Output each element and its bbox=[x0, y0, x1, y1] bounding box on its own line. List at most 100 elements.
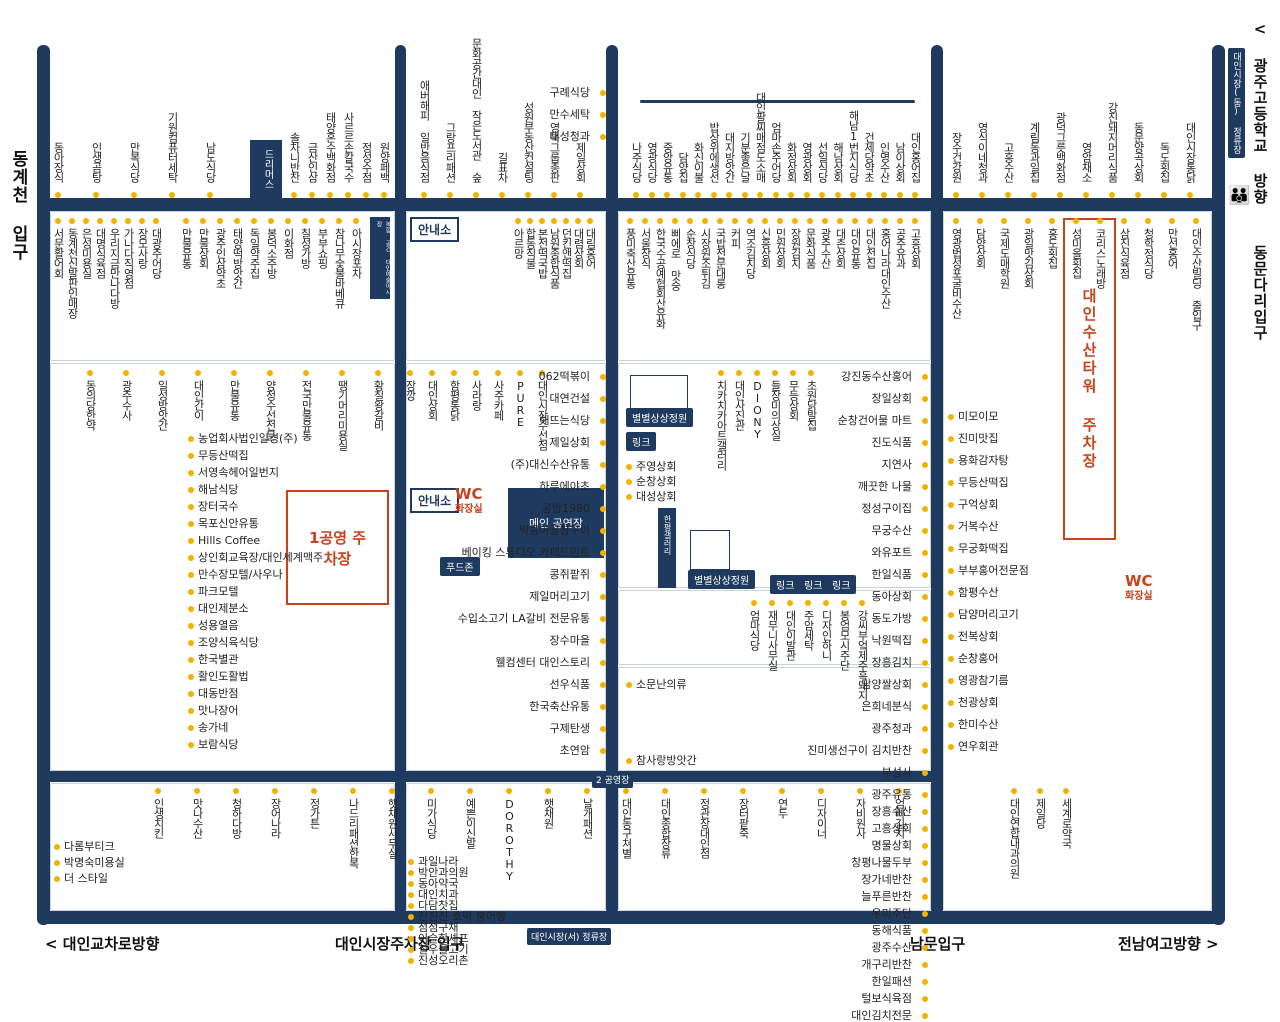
shop-label[interactable]: 나드리패션한복 bbox=[347, 798, 360, 868]
shop-label[interactable]: 태양혼수백화점 bbox=[324, 112, 337, 182]
shop-label[interactable]: 엄마식당 bbox=[748, 610, 761, 650]
shop-label[interactable]: 광덕그릇백화점 bbox=[1054, 112, 1067, 182]
shop-label[interactable]: 인명수산 bbox=[878, 142, 891, 182]
shop-label[interactable]: 장흥김치 bbox=[871, 656, 912, 669]
shop-label[interactable]: 제일당 bbox=[1034, 798, 1047, 828]
shop-label[interactable]: 대림홍어 bbox=[584, 228, 597, 268]
shop-label[interactable]: 과일나라 bbox=[418, 855, 459, 868]
shop-label[interactable]: 민원상회 bbox=[774, 228, 787, 268]
shop-label[interactable]: 광주수산 bbox=[871, 941, 912, 954]
shop-label[interactable]: 서울장식 bbox=[639, 228, 652, 268]
shop-label[interactable]: 칠우물고기 bbox=[418, 943, 469, 956]
shop-label[interactable]: 점점구채 bbox=[418, 921, 459, 934]
shop-label[interactable]: 봉엄모시주단 bbox=[838, 610, 851, 670]
shop-label[interactable]: 해남식당 bbox=[198, 483, 239, 496]
shop-label[interactable]: 광주수산 bbox=[819, 228, 832, 268]
shop-label[interactable]: 칠성가방 bbox=[299, 228, 312, 268]
shop-label[interactable]: 영광상회 bbox=[800, 142, 814, 182]
shop-label[interactable]: 대인전집 bbox=[864, 228, 877, 268]
shop-label[interactable]: 장수건강원 bbox=[950, 132, 963, 182]
shop-label[interactable]: 은성미용실 bbox=[80, 228, 93, 278]
shop-label[interactable]: 대지방앗간 bbox=[723, 132, 736, 182]
shop-label[interactable]: 맛나장어 bbox=[198, 704, 239, 717]
food-zone[interactable]: 푸드존 bbox=[440, 557, 480, 576]
shop-label[interactable]: 용화감자탕 bbox=[958, 454, 1009, 467]
shop-label[interactable]: 영광참기름 bbox=[958, 674, 1009, 687]
byeolbyeol-garden-2-building[interactable] bbox=[690, 530, 730, 570]
shop-label[interactable]: 신흥상회 bbox=[759, 228, 772, 268]
shop-label[interactable]: 파크모텔 bbox=[198, 585, 239, 598]
shop-label[interactable]: 인생치킨 bbox=[152, 798, 165, 838]
shop-label[interactable]: 무등산떡집 bbox=[198, 449, 249, 462]
shop-label[interactable]: 초원닭발집 bbox=[805, 380, 818, 430]
shop-label[interactable]: 순창식당 bbox=[684, 228, 697, 268]
shop-label[interactable]: 대인치과 bbox=[418, 888, 459, 901]
shop-label[interactable]: 화정상회 bbox=[785, 142, 798, 182]
public-parking-2[interactable]: 대인수산타워 주차장 bbox=[1063, 218, 1116, 540]
shop-label[interactable]: 문화식품 bbox=[804, 228, 817, 268]
rink-1[interactable]: 링크 bbox=[626, 432, 657, 451]
shop-label[interactable]: 다담찻집 bbox=[418, 899, 459, 912]
shop-label[interactable]: 대촌상회 bbox=[834, 228, 847, 268]
shop-label[interactable]: 무궁수산 bbox=[871, 524, 912, 537]
shop-label[interactable]: 창평나물두부 bbox=[851, 856, 912, 869]
shop-label[interactable]: 사주카페 bbox=[492, 380, 505, 420]
shop-label[interactable]: 한국축산유통 bbox=[529, 700, 590, 713]
rink-2[interactable]: 링크 bbox=[770, 575, 801, 594]
shop-label[interactable]: 홍어나라대인수산 bbox=[879, 228, 892, 308]
shop-label[interactable]: 한일패션 bbox=[871, 975, 912, 988]
shop-label[interactable]: 영암채소 bbox=[1080, 142, 1093, 182]
shop-label[interactable]: 홍도횟집 bbox=[1046, 228, 1059, 268]
shop-label[interactable]: 제일머리고기 bbox=[529, 590, 590, 603]
shop-label[interactable]: 광일맛김상회 bbox=[1022, 228, 1035, 288]
shop-label[interactable]: 강진돼지머리식품 bbox=[1106, 102, 1119, 182]
shop-label[interactable]: 재무니사무실 bbox=[766, 610, 779, 670]
shop-label[interactable]: 대인시장수선점 bbox=[536, 380, 549, 450]
shop-label[interactable]: 우미주단 bbox=[871, 907, 912, 920]
shop-label[interactable]: PURE bbox=[514, 380, 527, 428]
shop-label[interactable]: 남원종합식품 bbox=[548, 228, 561, 288]
shop-label[interactable]: 독도횟집 bbox=[1158, 142, 1171, 182]
shop-label[interactable]: 태양떡방앗간 bbox=[231, 228, 244, 288]
shop-label[interactable]: 대명식육점 bbox=[94, 228, 107, 278]
shop-label[interactable]: 화신이불 bbox=[692, 142, 705, 182]
shop-label[interactable]: 본전떡국밥 bbox=[536, 228, 549, 278]
shop-label[interactable]: 대렴상회 bbox=[572, 228, 585, 268]
shop-label[interactable]: 다롬부티크 bbox=[64, 840, 115, 853]
shop-label[interactable]: 장흥수산 bbox=[871, 805, 912, 818]
shop-label[interactable]: 장가네반찬 bbox=[861, 873, 912, 886]
shop-label[interactable]: 강씨부엌제주흑돼지 bbox=[856, 610, 869, 700]
shop-label[interactable]: 시장원조튀김 bbox=[699, 228, 712, 288]
shop-label[interactable]: 구례식당 bbox=[549, 86, 590, 99]
shop-label[interactable]: 활인도활법 bbox=[198, 670, 249, 683]
shop-label[interactable]: 황칠왕갈비 bbox=[372, 380, 385, 430]
shop-label[interactable]: 대연건설 bbox=[549, 392, 590, 405]
shop-label[interactable]: 성원부동산컨설팅 bbox=[522, 102, 535, 182]
shop-label[interactable]: 대인간이 bbox=[192, 380, 205, 420]
shop-label[interactable]: 가나다직영점 bbox=[122, 228, 135, 288]
shop-label[interactable]: 거복수산 bbox=[958, 520, 999, 533]
shop-label[interactable]: 삼진식육점 bbox=[1118, 228, 1131, 278]
shop-label[interactable]: 아르망 bbox=[512, 228, 525, 258]
shop-label[interactable]: 자비원사 bbox=[854, 798, 867, 838]
shop-label[interactable]: 이슬한셰프 bbox=[418, 932, 469, 945]
shop-label[interactable]: 콩쥐팥쥐 bbox=[549, 568, 590, 581]
shop-label[interactable]: 딱콩아끌창구이 bbox=[519, 524, 590, 537]
shop-label[interactable]: 부부쇼핑 bbox=[316, 228, 329, 268]
shop-label[interactable]: 광주인삼약초 bbox=[214, 228, 227, 288]
shop-label[interactable]: 털보식육점 bbox=[861, 992, 912, 1005]
shop-label[interactable]: 무등상회 bbox=[787, 380, 800, 420]
shop-label[interactable]: 부성사 bbox=[881, 766, 912, 779]
shop-label[interactable]: 문화공간대인 작은도서관 숲 bbox=[470, 38, 483, 182]
shop-label[interactable]: 은희네분식 bbox=[861, 700, 912, 713]
shop-label[interactable]: 대인종합장류 bbox=[659, 798, 672, 858]
shop-label[interactable]: 공주유과 bbox=[894, 228, 907, 268]
shop-label[interactable]: 대인상회 bbox=[426, 380, 439, 420]
shop-label[interactable]: 장터국수 bbox=[198, 500, 239, 513]
shop-label[interactable]: 남도식당 bbox=[204, 142, 217, 182]
shop-label[interactable]: 정성수점 bbox=[360, 142, 373, 182]
shop-label[interactable]: 기원컴퓨터세탁 bbox=[166, 112, 179, 182]
shop-label[interactable]: 대인김치전문 bbox=[851, 1009, 912, 1022]
shop-label[interactable]: 송가네 bbox=[198, 721, 229, 734]
shop-label[interactable]: 디자이너 bbox=[815, 798, 828, 838]
